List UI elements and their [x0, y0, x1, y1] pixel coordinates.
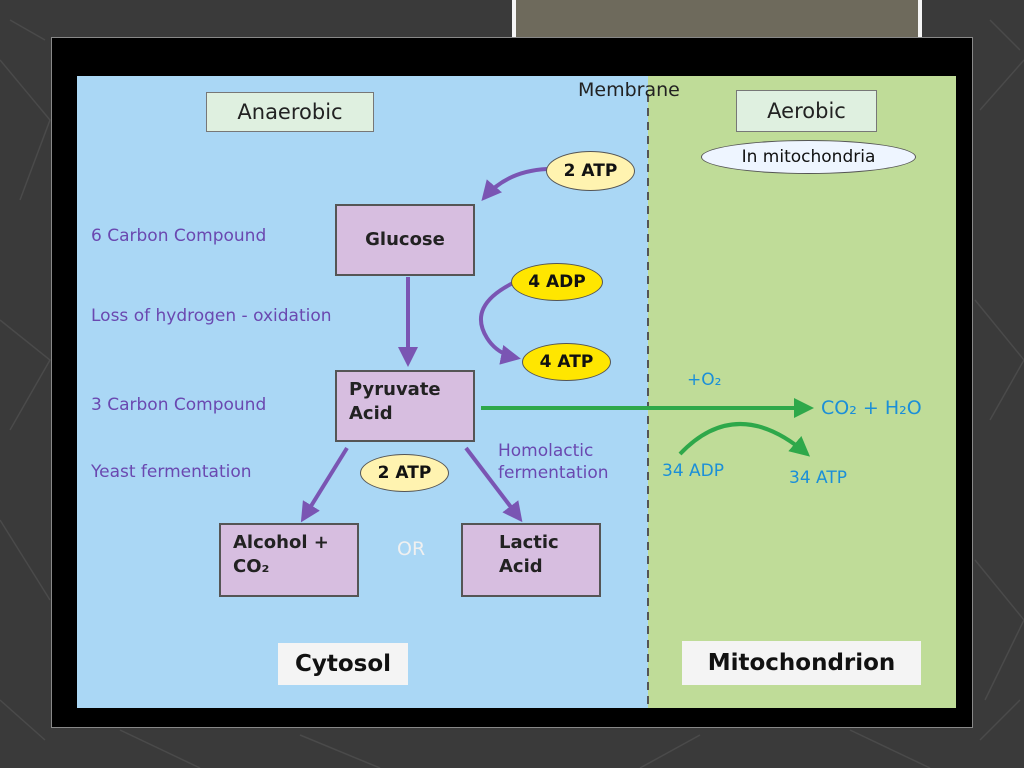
- alcohol-text-1: Alcohol +: [233, 532, 329, 553]
- alcohol-text-2: CO₂: [233, 556, 270, 577]
- cellular-respiration-diagram: Membrane Anaerobic Aerobic In mitochondr…: [77, 76, 956, 708]
- pyruvate-text-2: Acid: [349, 403, 393, 424]
- yeast-fermentation-label: Yeast fermentation: [91, 462, 252, 482]
- six-carbon-label: 6 Carbon Compound: [91, 226, 267, 246]
- pyruvate-to-lactic-arrow: [464, 446, 523, 523]
- adp-to-atp-arrow: [479, 281, 521, 365]
- atp-fermentation-pill: 2 ATP: [360, 454, 449, 492]
- cytosol-label: Cytosol: [278, 643, 408, 685]
- mitochondrion-region: [648, 76, 956, 708]
- three-carbon-label: 3 Carbon Compound: [91, 395, 267, 415]
- atp4-pill: 4 ATP: [522, 343, 611, 381]
- adp4-pill: 4 ADP: [511, 263, 603, 301]
- pyruvate-text-1: Pyruvate: [349, 379, 441, 400]
- aerobic-label: Aerobic: [736, 90, 877, 132]
- glucose-box: Glucose: [335, 204, 475, 276]
- alcohol-co2-box: Alcohol + CO₂: [219, 523, 359, 597]
- membrane-label: Membrane: [578, 79, 680, 101]
- oxygen-label: +O₂: [687, 370, 722, 390]
- lactic-acid-box: Lactic Acid: [461, 523, 601, 597]
- glucose-text: Glucose: [365, 229, 445, 250]
- homolactic-label-1: Homolactic: [498, 441, 594, 461]
- adp-to-atp-mito-arrow: [678, 422, 811, 457]
- mitochondrion-label: Mitochondrion: [682, 641, 921, 685]
- atp34-label: 34 ATP: [789, 468, 847, 488]
- pyruvate-acid-box: Pyruvate Acid: [335, 370, 475, 442]
- anaerobic-label: Anaerobic: [206, 92, 374, 132]
- lactic-text-1: Lactic: [499, 532, 559, 553]
- atp-input-arrow: [481, 167, 548, 202]
- lactic-text-2: Acid: [499, 556, 543, 577]
- atp-input-pill: 2 ATP: [546, 151, 635, 191]
- or-label: OR: [397, 538, 426, 560]
- products-label: CO₂ + H₂O: [821, 397, 922, 419]
- homolactic-label-2: fermentation: [498, 463, 609, 483]
- mitochondria-note: In mitochondria: [701, 140, 916, 174]
- loss-of-hydrogen-label: Loss of hydrogen - oxidation: [91, 306, 332, 326]
- pyruvate-to-alcohol-arrow: [300, 446, 349, 523]
- diagram-arrows: [300, 94, 814, 708]
- adp34-label: 34 ADP: [662, 461, 725, 481]
